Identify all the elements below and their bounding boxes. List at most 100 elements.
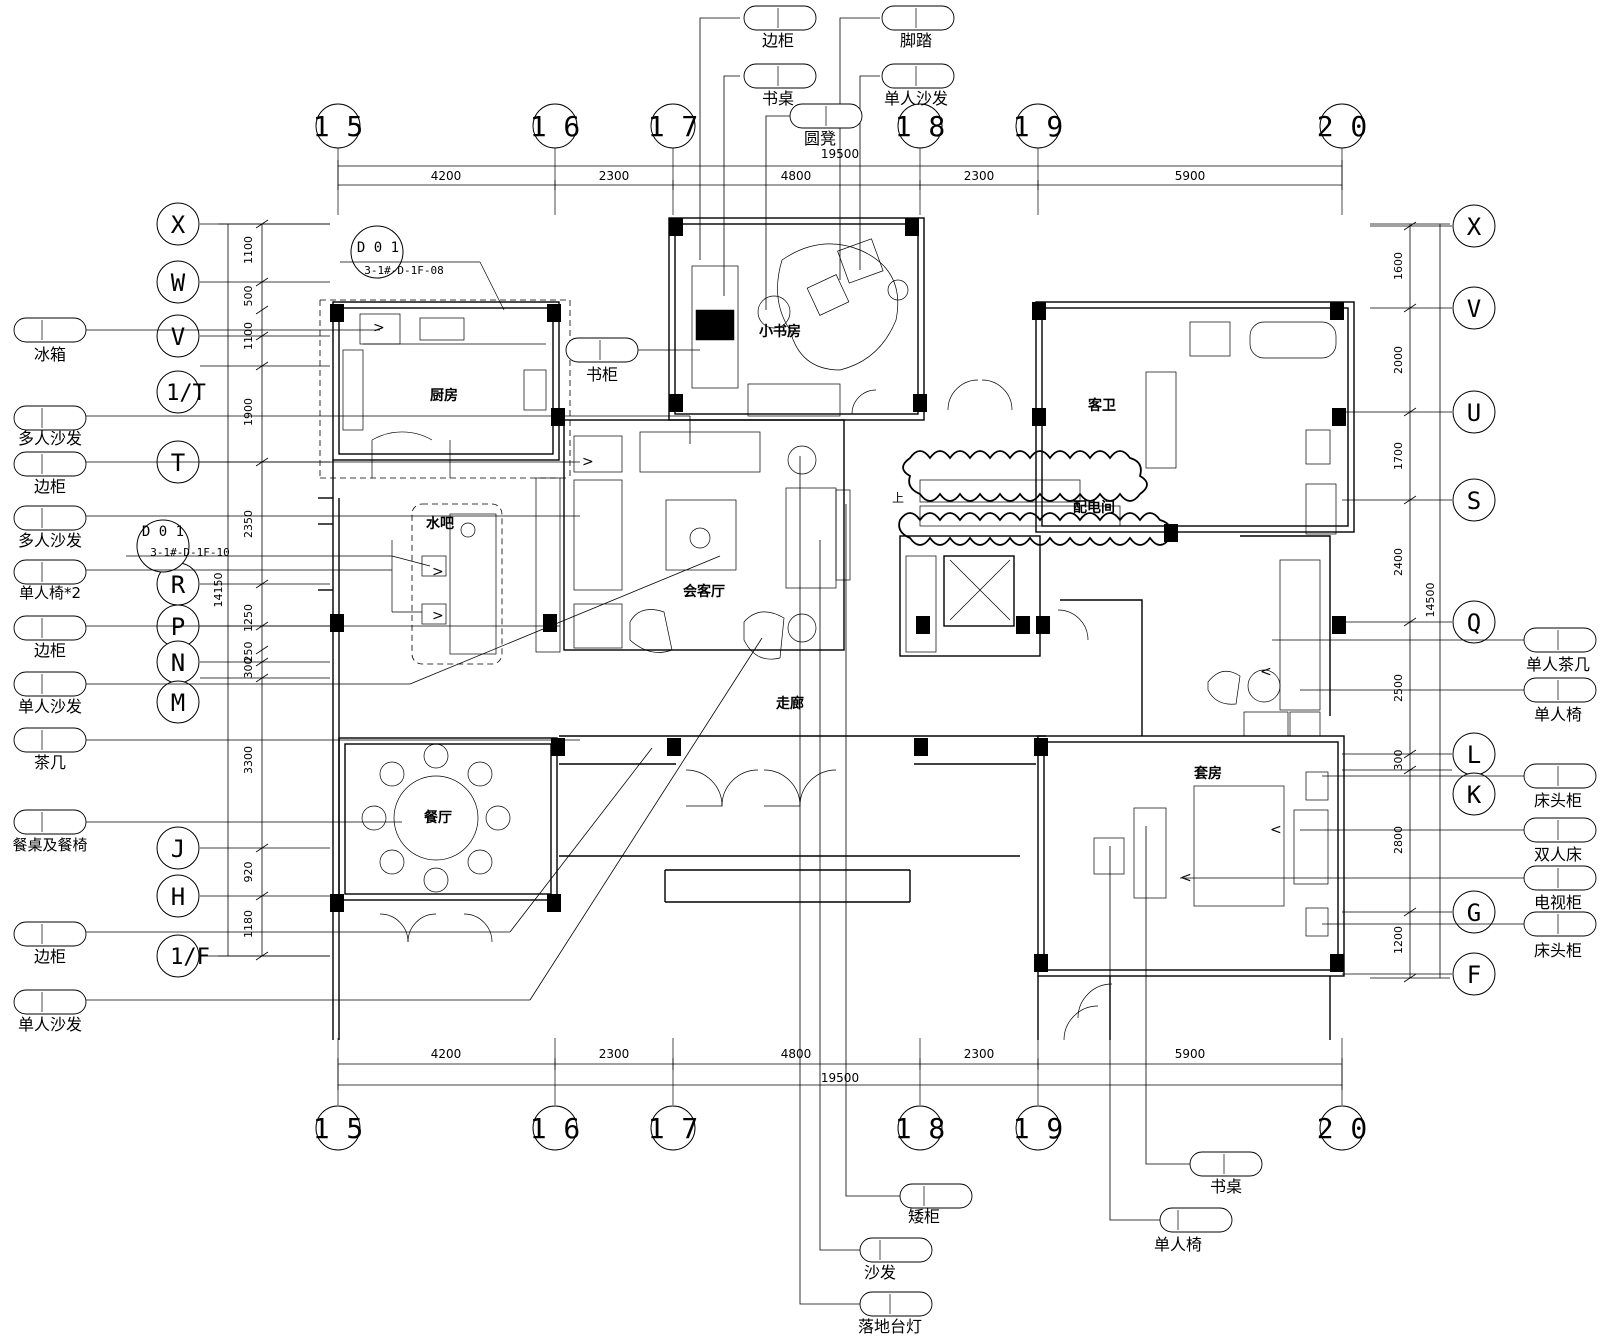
axis-label: N [171,649,185,677]
axis-label: 1/T [166,381,206,406]
right-dim-seg: 1700 [1392,442,1405,470]
dimension-tick [255,645,269,655]
dining-furniture [361,743,511,943]
stair-and-electric-room: 上 [892,450,1172,653]
drawing-ref-sheet: 3-1#-D-1F-08 [364,264,443,277]
room-guest-bath: 客卫 [1087,397,1116,414]
tag-multi-sofa: 多人沙发 [18,531,82,550]
tag-tv-cabinet: 电视柜 [1534,893,1582,912]
axis-label: V [1467,295,1481,323]
svg-text:>: > [582,454,594,470]
left-dim-seg: 3300 [242,746,255,774]
axis-label: 1 9 [1013,1112,1064,1145]
axis-label: 1 8 [895,1112,946,1145]
top-dim-seg: 4200 [431,169,462,183]
room-water-bar: 水吧 [426,515,454,532]
top-dim-seg: 5900 [1175,169,1206,183]
room-kitchen: 厨房 [430,387,458,404]
axis-label: K [1467,781,1482,809]
tag-chairs: 单人椅*2 [19,584,81,602]
tag-armchair: 单人椅 [1154,1235,1202,1254]
axis-label: 2 0 [1317,1112,1368,1145]
column-axis-bubbles-top: 1 5 1 6 1 7 1 8 1 9 2 0 [313,103,1367,149]
drawing-ref-sheet: 3-1#-D-1F-10 [150,546,229,559]
room-study: 小书房 [759,323,801,340]
axis-label: X [1467,213,1482,241]
axis-label: S [1467,487,1481,515]
axis-label: 1 5 [313,110,364,143]
bottom-dim-seg: 5900 [1175,1047,1206,1061]
room-suite: 套房 [1194,765,1222,782]
axis-label: 1 6 [530,1112,581,1145]
tag-side-cabinet: 边柜 [34,477,66,496]
axis-label: R [171,571,186,599]
corridor-doors [685,609,1113,1041]
right-dim-seg: 2800 [1392,826,1405,854]
axis-label: F [1467,961,1481,989]
axis-label: M [171,689,185,717]
svg-text:<: < [1260,664,1272,680]
svg-text:>: > [432,608,444,624]
tag-side-table: 单人茶几 [1526,655,1590,674]
suite-furniture [1093,669,1329,937]
axis-label: P [171,613,185,641]
room-electric: 配电间 [1073,499,1115,516]
axis-label: T [171,449,185,477]
bottom-dimension-chain: 4200 2300 4800 2300 5900 19500 [337,1047,1343,1090]
axis-label: V [171,323,185,351]
tag-floor-lamp: 落地台灯 [858,1317,922,1336]
bottom-dim-seg: 4800 [781,1047,812,1061]
right-dim-seg: 2500 [1392,674,1405,702]
tag-tea-table: 茶几 [34,753,66,772]
room-labels: 厨房 小书房 客卫 水吧 会客厅 配电间 走廊 餐厅 套房 [423,323,1222,826]
axis-label: W [171,269,186,297]
axis-label: 1 9 [1013,110,1064,143]
tag-bookcase: 书柜 [586,365,618,384]
right-dim-seg: 300 [1392,750,1405,771]
tag-multi-sofa: 多人沙发 [18,429,82,448]
axis-label: 1 7 [648,110,699,143]
furniture-tags-top: 边柜 脚踏 书桌 单人沙发 圆凳 书柜 [565,5,955,384]
left-dim-total: 14150 [212,573,225,608]
axis-grid-lines [337,140,1343,1105]
furniture-tags-bottom: 书桌 矮柜 单人椅 沙发 落地台灯 [858,1151,1263,1336]
axis-label: 1 8 [895,110,946,143]
row-axis-bubbles-right: X V U S Q L K G F [1342,204,1496,996]
dimension-tick [255,305,269,315]
axis-label: Q [1467,609,1481,637]
column-axis-bubbles-bottom: 1 5 1 6 1 7 1 8 1 9 2 0 [313,1105,1368,1151]
tag-nightstand: 床头柜 [1534,791,1582,810]
living-room-furniture [535,431,851,660]
tag-dining-set: 餐桌及餐椅 [12,836,87,854]
right-dim-seg: 2000 [1392,346,1405,374]
tag-nightstand: 床头柜 [1534,941,1582,960]
axis-label: U [1467,399,1481,427]
right-dim-seg: 1600 [1392,252,1405,280]
furniture-tags-right: 单人茶几 单人椅 床头柜 双人床 电视柜 床头柜 [1523,627,1597,960]
top-dim-seg: 2300 [964,169,995,183]
drawing-ref-code: D 0 1 [357,240,399,256]
tag-single-sofa: 单人沙发 [18,1015,82,1034]
tag-single-sofa: 单人沙发 [884,89,948,108]
room-living: 会客厅 [683,583,725,600]
bottom-dim-seg: 2300 [599,1047,630,1061]
left-dim-seg: 250 [242,642,255,663]
axis-label: 1 7 [648,1112,699,1145]
axis-label: L [1467,741,1481,769]
top-dim-seg: 4800 [781,169,812,183]
left-dimension-chain: 14150 1100 500 1100 1900 2350 1250 250 3… [212,219,330,961]
left-dim-seg: 920 [242,862,255,883]
tag-single-sofa: 单人沙发 [18,697,82,716]
axis-label: 1 6 [530,110,581,143]
tag-armchair: 单人椅 [1534,705,1582,724]
tag-desk: 书桌 [762,89,794,108]
kitchen-fixtures [319,299,571,479]
tag-side-cabinet: 边柜 [762,31,794,50]
tag-side-cabinet: 边柜 [34,641,66,660]
left-dim-seg: 1180 [242,910,255,938]
svg-text:>: > [432,564,444,580]
right-dim-seg: 1200 [1392,926,1405,954]
elevation-view-symbols: > > > > < < < [373,320,1282,886]
bottom-dim-seg: 4200 [431,1047,462,1061]
